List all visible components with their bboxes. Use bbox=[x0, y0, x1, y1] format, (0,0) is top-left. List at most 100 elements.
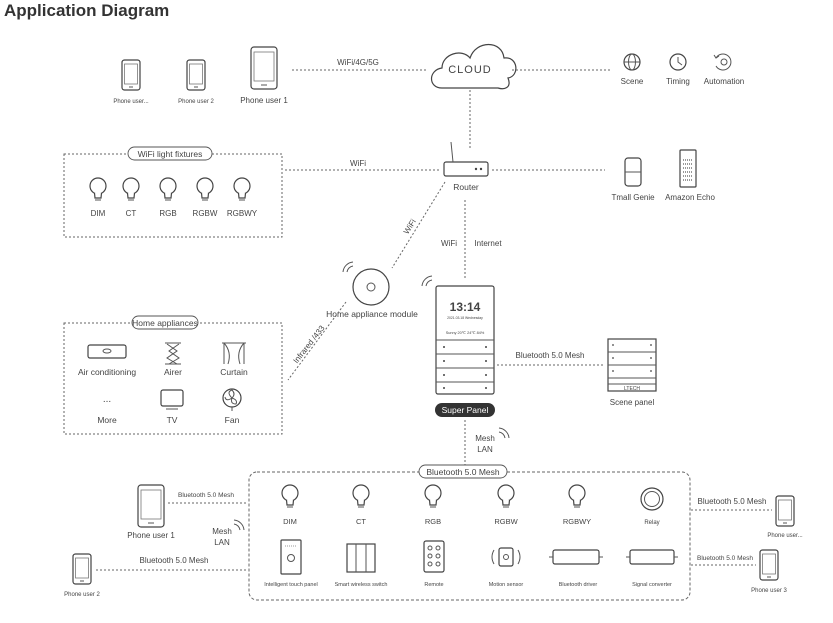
panel-signal-icon bbox=[421, 275, 433, 287]
motion-sensor-icon bbox=[491, 547, 521, 567]
router-label: Router bbox=[453, 182, 479, 192]
wifi-4g-5g-label: WiFi/4G/5G bbox=[337, 58, 379, 67]
bt-mesh-right2-label: Bluetooth 5.0 Mesh bbox=[697, 555, 753, 562]
automation-icon bbox=[713, 53, 732, 71]
wifi-fixture-rgbw: RGBW bbox=[193, 209, 218, 218]
wifi-bulb-rgb-icon bbox=[159, 177, 177, 201]
appliance-more: More bbox=[97, 415, 117, 425]
wifi-vertical-label: WiFi bbox=[441, 239, 457, 248]
mesh-light-ct: CT bbox=[356, 517, 366, 526]
bottom-phone-user-3-icon bbox=[759, 549, 779, 581]
amazon-echo-label: Amazon Echo bbox=[665, 193, 715, 202]
smart-wireless-switch-icon bbox=[346, 543, 376, 573]
remote-icon bbox=[423, 540, 445, 573]
bt-mesh-right1-label: Bluetooth 5.0 Mesh bbox=[698, 497, 767, 506]
relay-icon bbox=[640, 487, 664, 511]
infrared-label: Infrared /433 bbox=[292, 323, 327, 365]
wifi-fixture-dim: DIM bbox=[91, 209, 106, 218]
wifi-bulb-ct-icon bbox=[122, 177, 140, 201]
bluetooth-driver-icon bbox=[549, 549, 603, 565]
super-panel-icon bbox=[435, 285, 495, 395]
bottom-phone-user-1-icon bbox=[137, 484, 165, 528]
cloud-icon bbox=[430, 43, 517, 90]
mesh-bulb-dim-icon bbox=[281, 484, 299, 508]
internet-label: Internet bbox=[474, 239, 502, 248]
bt-mesh-left1-label: Bluetooth 5.0 Mesh bbox=[178, 492, 234, 499]
bt-mesh-box-label: Bluetooth 5.0 Mesh bbox=[426, 467, 500, 477]
module-signal-icon bbox=[342, 261, 354, 273]
mesh-light-rgbwy: RGBWY bbox=[563, 517, 591, 526]
scene-icon bbox=[623, 53, 641, 71]
super-panel-stats: Sunny 20℃ 24℃ 84% bbox=[446, 331, 485, 335]
scene-panel-brand: LTECH bbox=[624, 386, 640, 392]
mesh-device-bt-driver: Bluetooth driver bbox=[559, 582, 598, 588]
bottom-phone-user-1-label: Phone user 1 bbox=[127, 531, 175, 540]
mesh-bulb-rgbwy-icon bbox=[568, 484, 586, 508]
timing-icon bbox=[669, 53, 687, 71]
wifi-bulb-rgbwy-icon bbox=[233, 177, 251, 201]
home-appliance-module-icon bbox=[352, 268, 390, 306]
scene-label: Scene bbox=[621, 77, 644, 86]
home-module-label: Home appliance module bbox=[326, 309, 418, 319]
scene-panel-label: Scene panel bbox=[610, 398, 655, 407]
phone-user-2-label: Phone user 2 bbox=[178, 99, 214, 105]
router-module-link bbox=[391, 181, 446, 269]
super-panel-time: 13:14 bbox=[450, 300, 481, 314]
wifi-fixtures-label: WiFi light fixtures bbox=[138, 149, 203, 159]
tv-icon bbox=[160, 389, 184, 410]
home-appliances-label: Home appliances bbox=[132, 318, 198, 328]
phone-user-1-icon bbox=[250, 46, 278, 90]
bottom-phone-user-more-icon bbox=[775, 495, 795, 527]
air-conditioning-icon bbox=[87, 344, 127, 359]
mesh-light-rgb: RGB bbox=[425, 517, 441, 526]
mesh-bulb-rgb-icon bbox=[424, 484, 442, 508]
wifi-bulb-rgbw-icon bbox=[196, 177, 214, 201]
bottom-phone-user-more-label: Phone user... bbox=[767, 533, 803, 539]
bottom-phone-user-3-label: Phone user 3 bbox=[751, 588, 787, 594]
bt-mesh-scene-label: Bluetooth 5.0 Mesh bbox=[516, 351, 585, 360]
wifi-label: WiFi bbox=[350, 159, 366, 168]
cloud-label: CLOUD bbox=[448, 64, 492, 76]
mesh-signal-icon bbox=[498, 427, 510, 439]
appliance-air-conditioning: Air conditioning bbox=[78, 367, 136, 377]
mesh-device-switch: Smart wireless switch bbox=[335, 582, 388, 588]
mesh-device-signal-converter: Signal converter bbox=[632, 582, 672, 588]
bottom-phone-user-2-label: Phone user 2 bbox=[64, 592, 100, 598]
fan-icon bbox=[222, 388, 242, 411]
mesh-device-touch-panel: Intelligent touch panel bbox=[264, 582, 318, 588]
phone-user-more-label: Phone user... bbox=[113, 99, 149, 105]
bt-mesh-left2-label: Bluetooth 5.0 Mesh bbox=[140, 556, 209, 565]
mesh-device-remote: Remote bbox=[424, 582, 443, 588]
mesh-light-rgbw: RGBW bbox=[494, 517, 518, 526]
automation-label: Automation bbox=[704, 77, 744, 86]
amazon-echo-icon bbox=[679, 149, 697, 188]
mesh-label: Mesh bbox=[475, 434, 495, 443]
left-mesh-signal-icon bbox=[233, 519, 245, 531]
phone-user-2-icon bbox=[186, 59, 206, 91]
lan-label: LAN bbox=[477, 445, 493, 454]
intelligent-touch-panel-icon bbox=[280, 539, 302, 575]
more-dots: ... bbox=[103, 394, 111, 405]
wifi-fixture-rgb: RGB bbox=[159, 209, 176, 218]
page-title: Application Diagram bbox=[4, 1, 169, 20]
appliance-curtain: Curtain bbox=[220, 367, 248, 377]
mesh-bulb-ct-icon bbox=[352, 484, 370, 508]
lan-left-label: LAN bbox=[214, 538, 230, 547]
mesh-left-label: Mesh bbox=[212, 527, 232, 536]
mesh-relay: Relay bbox=[644, 520, 659, 526]
curtain-icon bbox=[222, 342, 246, 365]
airer-icon bbox=[165, 342, 181, 365]
tmall-genie-icon bbox=[624, 157, 642, 187]
wifi-bulb-dim-icon bbox=[89, 177, 107, 201]
module-appliances-link bbox=[287, 301, 347, 381]
timing-label: Timing bbox=[666, 77, 690, 86]
wifi-fixture-rgbwy: RGBWY bbox=[227, 209, 258, 218]
mesh-bulb-rgbw-icon bbox=[497, 484, 515, 508]
appliance-fan: Fan bbox=[225, 415, 240, 425]
signal-converter-icon bbox=[626, 549, 678, 565]
wifi-fixture-ct: CT bbox=[126, 209, 137, 218]
phone-user-more-icon bbox=[121, 59, 141, 91]
router-icon bbox=[443, 141, 489, 177]
appliance-airer: Airer bbox=[164, 367, 182, 377]
